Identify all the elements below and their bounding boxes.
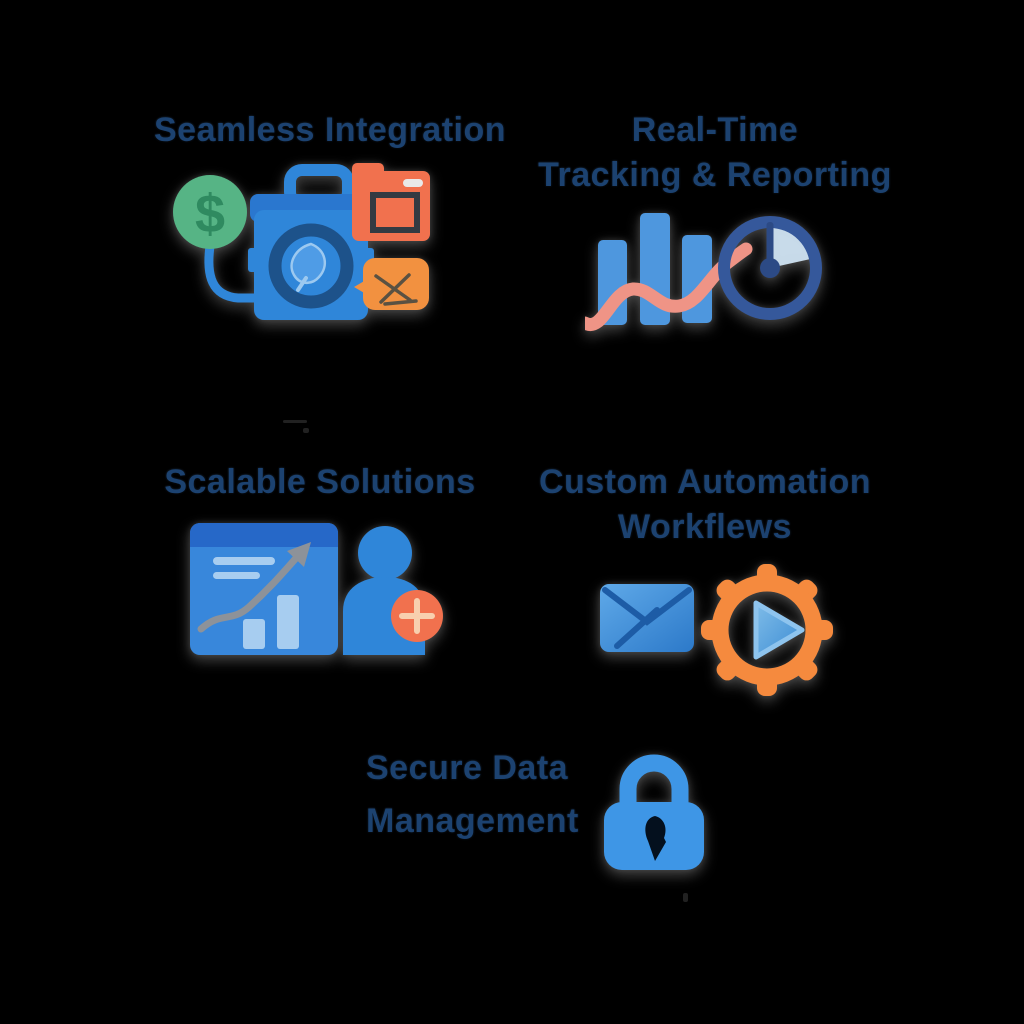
title-line: Secure Data [366,749,569,787]
seamless-integration-illustration: $ [173,163,430,320]
padlock-icon [604,754,704,870]
title-line: Scalable Solutions [164,463,476,501]
mail-fold-lines [374,273,418,306]
section-title-scalable-solutions: Scalable Solutions [120,460,520,505]
gear-play-icon [701,564,833,696]
mail-body [363,258,429,310]
clock-wedge [770,221,815,268]
play-icon [753,600,805,660]
title-line: Workflews [618,508,792,546]
clock-hand [766,222,774,268]
briefcase-emblem-ring [268,223,354,309]
title-line: Real-Time [631,111,799,149]
clock-center-dot [760,258,780,278]
mini-bar-1 [243,619,265,649]
dollar-sign: $ [195,184,225,244]
envelope-fold-lines [602,587,692,649]
text-line-2 [213,572,260,579]
title-line: Tracking & Reporting [538,156,892,194]
window-header [190,523,338,547]
briefcase-emblem-drop [290,242,327,284]
section-title-custom-automation: Custom Automation Workflews [510,460,900,550]
title-line: Seamless Integration [153,111,506,149]
connector-line [204,245,256,303]
folder-window [370,192,420,233]
section-title-realtime-tracking: Real-Time Tracking & Reporting [520,108,910,198]
briefcase-emblem-tail [296,276,308,292]
briefcase-icon [248,164,374,320]
stray-mark [683,893,688,902]
padlock-keyhole [645,816,666,861]
stray-mark [303,428,309,433]
stray-mark [283,420,307,423]
growth-arrow-head [287,542,311,567]
envelope-icon [600,584,694,652]
folder-label-pill [403,179,423,187]
clock-icon [718,216,822,320]
section-title-seamless-integration: Seamless Integration [110,108,550,153]
mail-icon [354,258,429,310]
dollar-coin-icon: $ [173,175,247,249]
scalable-solutions-illustration [190,523,443,655]
add-user-icon [343,526,443,655]
tracking-reporting-illustration [585,213,822,331]
analytics-window-icon [190,523,338,655]
title-line: Management [366,802,579,840]
user-head [358,526,412,580]
section-title-secure-data: Secure Data Management [366,742,616,848]
text-line-1 [213,557,275,565]
folder-icon [352,163,430,241]
growth-arrow-icon [197,553,301,633]
automation-workflows-illustration [600,564,833,696]
plus-icon [399,598,435,634]
trend-wave-icon [585,242,753,331]
gear-ring [711,574,823,686]
padlock-shackle [619,754,689,821]
coin-circle [173,175,247,249]
title-line: Custom Automation [538,463,872,501]
mini-bar-2 [277,595,299,649]
